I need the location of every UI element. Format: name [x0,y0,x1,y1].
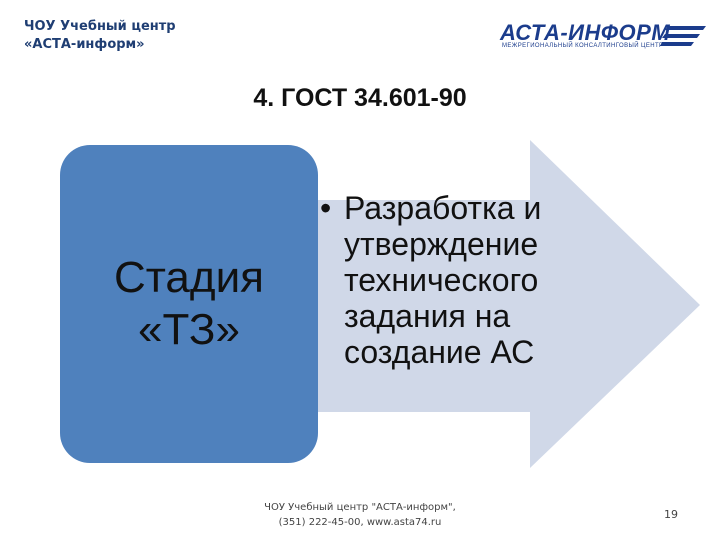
brand-logo: АСТА-ИНФОРМ МЕЖРЕГИОНАЛЬНЫЙ КОНСАЛТИНГОВ… [496,20,706,54]
organization-name: ЧОУ Учебный центр «АСТА-информ» [24,18,176,54]
description-line: создание АС [344,334,535,370]
footer-contact: ЧОУ Учебный центр "АСТА-информ", (351) 2… [210,500,510,530]
organization-line-2: «АСТА-информ» [24,37,145,52]
footer-line-2: (351) 222-45-00, www.asta74.ru [278,517,442,528]
description-line: Разработка и [344,190,542,226]
stage-label: Стадия «ТЗ» [114,252,264,356]
slide-title: 4. ГОСТ 34.601-90 [253,84,467,112]
description-line: технического [344,262,539,298]
page-number: 19 [664,508,678,521]
stage-label-line-1: Стадия [114,253,264,302]
brand-logo-tagline: МЕЖРЕГИОНАЛЬНЫЙ КОНСАЛТИНГОВЫЙ ЦЕНТР [502,43,664,49]
stage-description: • Разработка и утверждение технического … [318,190,598,370]
bullet-marker: • [320,190,332,226]
organization-line-1: ЧОУ Учебный центр [24,19,176,34]
brand-logo-name: АСТА-ИНФОРМ [500,20,671,45]
arrow-shape [210,140,700,468]
description-line: задания на [344,298,511,334]
description-line: утверждение [344,226,539,262]
brand-mark-icon [660,26,706,46]
footer-line-1: ЧОУ Учебный центр "АСТА-информ", [264,502,456,513]
stage-label-line-2: «ТЗ» [138,305,240,354]
stage-box: Стадия «ТЗ» [60,145,318,463]
